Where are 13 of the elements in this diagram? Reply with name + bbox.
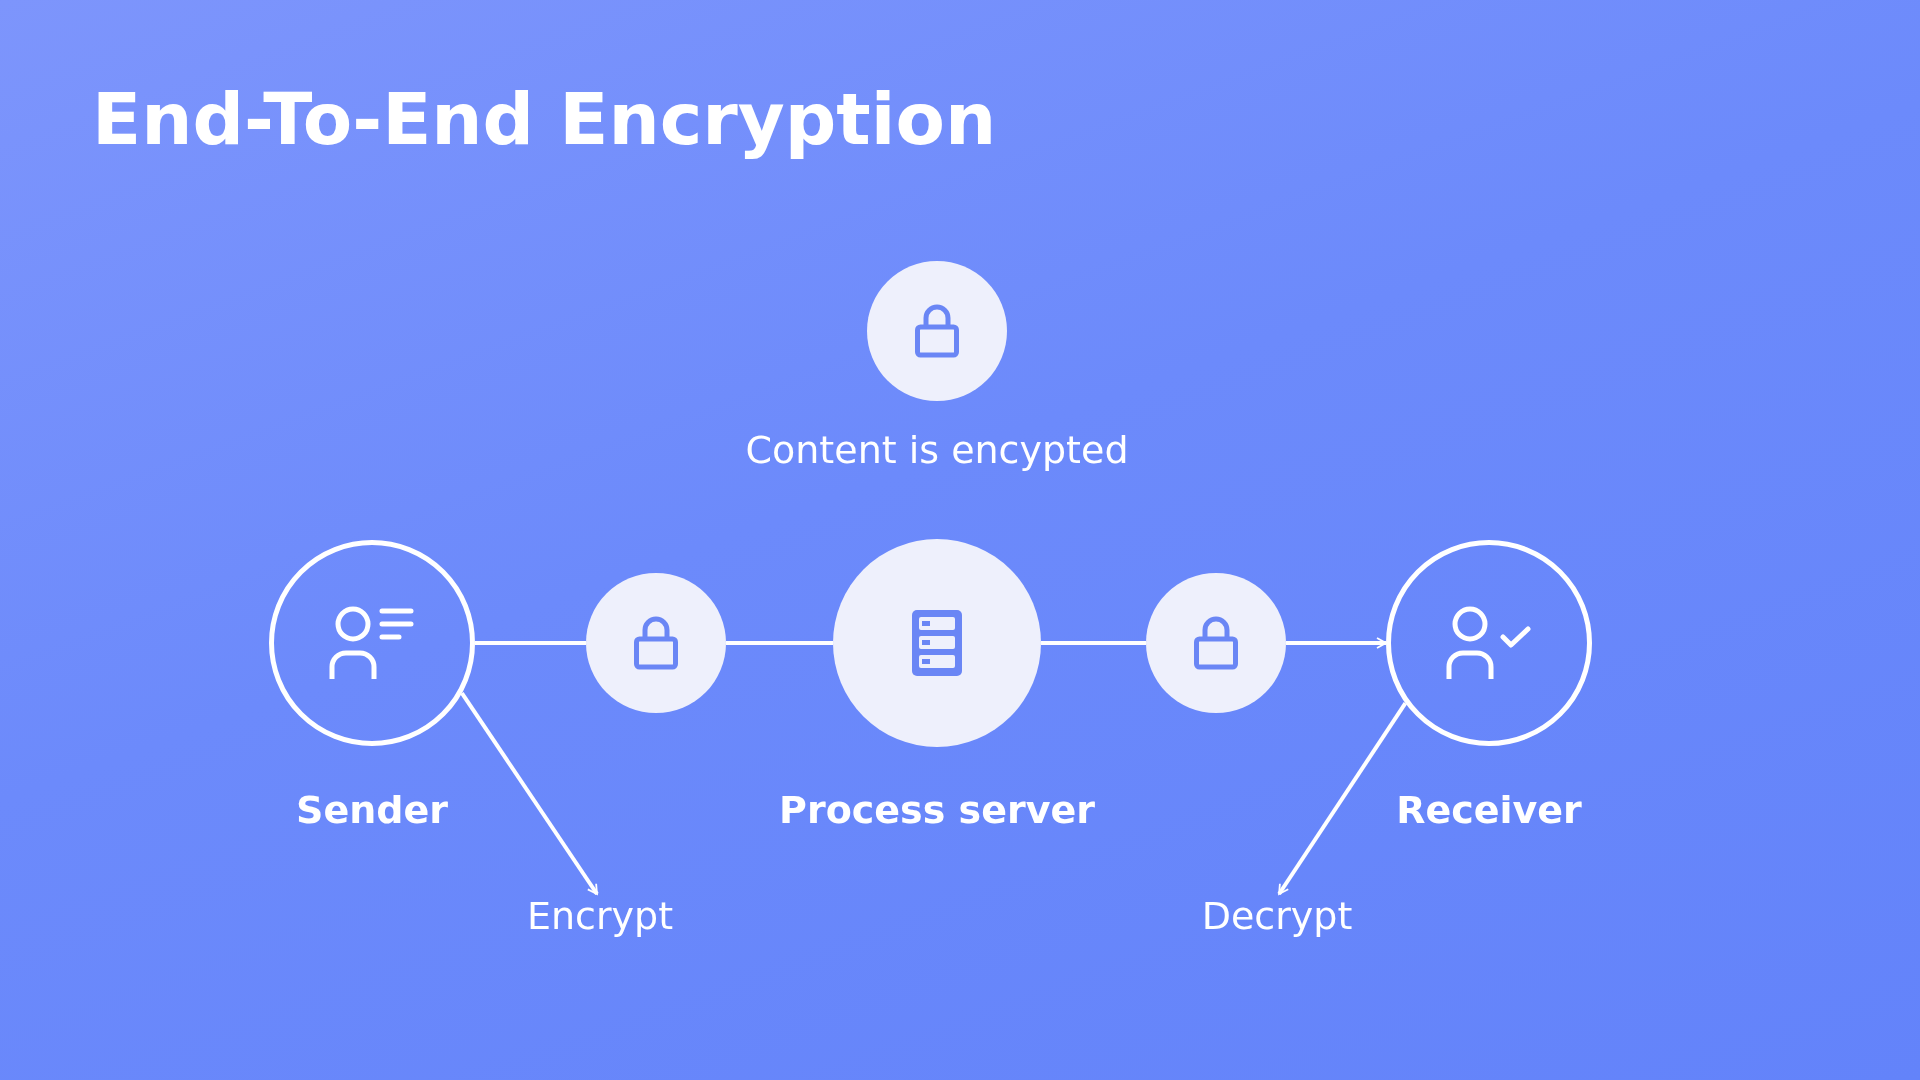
arrow [1286, 637, 1387, 649]
node-label: Receiver [1396, 788, 1582, 834]
title: End-To-End Encryption [92, 76, 997, 163]
step-label: Encrypt [526, 894, 674, 940]
arrow [460, 692, 599, 896]
node-label: Process server [779, 788, 1095, 834]
connector-line [475, 641, 586, 645]
arrow [1277, 702, 1408, 896]
connector-line [726, 641, 833, 645]
connector-line [1041, 641, 1146, 645]
step-label: Decrypt [1201, 894, 1353, 940]
node-label: Content is encypted [745, 428, 1129, 474]
node-label: Sender [296, 788, 448, 834]
